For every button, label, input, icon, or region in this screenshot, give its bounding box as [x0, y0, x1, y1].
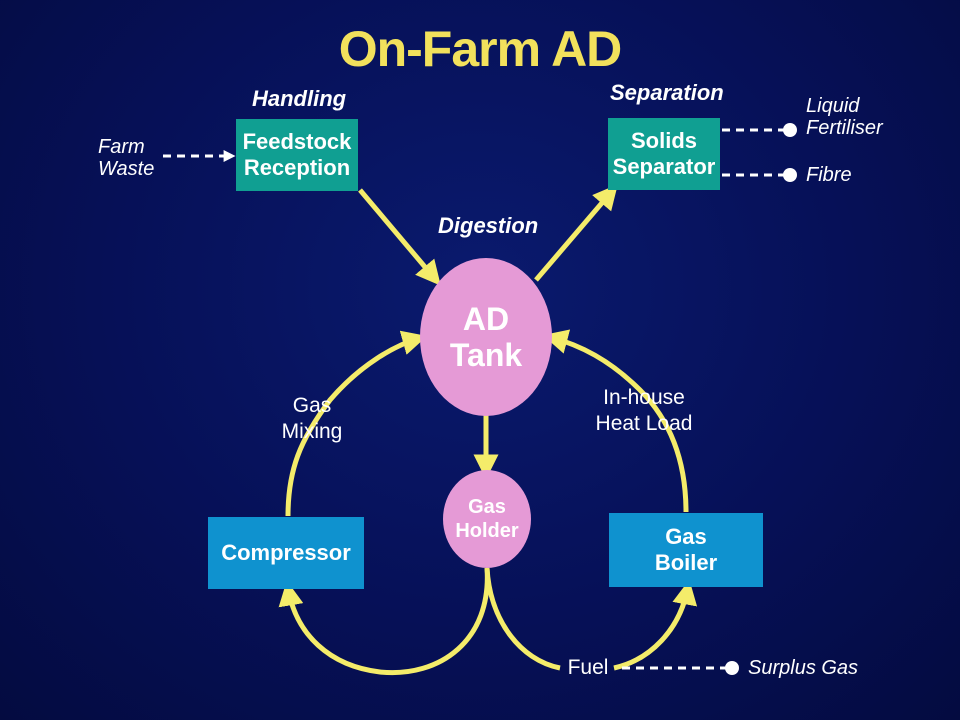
input-farm-waste: Farm Waste: [98, 136, 154, 180]
solids-separator-box: Solids Separator: [608, 118, 720, 190]
arrow-compressor-to-tank: [285, 330, 428, 517]
flow-label-gas-mixing: Gas Mixing: [268, 393, 356, 445]
flow-label-fuel: Fuel: [567, 656, 609, 679]
stage-separation: Separation: [610, 80, 724, 105]
farm-waste-line-1: Farm: [98, 136, 145, 158]
heat-load-line-2: Heat Load: [595, 412, 693, 435]
feedstock-line-2: Reception: [243, 155, 351, 180]
diagram-title: On-Farm AD: [338, 21, 623, 77]
gas-boiler-line-1: Gas: [665, 524, 707, 549]
liquid-fertiliser-line-2: Fertiliser: [806, 117, 883, 139]
feedstock-reception-box: Feedstock Reception: [236, 119, 358, 191]
arrow-boiler-to-tank: [542, 329, 689, 513]
arrow-tank-to-separator: [534, 184, 618, 282]
ad-tank-line-2: Tank: [449, 337, 523, 373]
output-fibre: Fibre: [806, 164, 852, 186]
farm-waste-line-2: Waste: [98, 158, 155, 180]
gas-holder-node: Gas Holder: [443, 470, 531, 568]
compressor-label: Compressor: [221, 540, 351, 565]
output-surplus-gas: Surplus Gas: [748, 657, 859, 679]
heat-load-line-1: In-house: [603, 386, 685, 409]
gas-boiler-box: Gas Boiler: [609, 513, 763, 587]
separator-line-2: Separator: [612, 154, 716, 179]
gas-mixing-line-2: Mixing: [281, 420, 343, 443]
liquid-fertiliser-line-1: Liquid: [806, 95, 860, 117]
ad-tank-line-1: AD: [462, 301, 510, 337]
arrow-feedstock-to-tank: [358, 188, 441, 286]
output-liquid-fertiliser: Liquid Fertiliser: [806, 95, 883, 139]
surplus-gas-dot: [725, 661, 739, 675]
stage-handling: Handling: [252, 86, 347, 111]
arrow-holder-to-fuel: [484, 567, 561, 671]
gas-mixing-line-1: Gas: [292, 394, 332, 417]
liquid-fertiliser-dot: [783, 123, 797, 137]
compressor-box: Compressor: [208, 517, 364, 589]
gas-holder-line-2: Holder: [455, 520, 519, 542]
feedstock-line-1: Feedstock: [242, 129, 352, 154]
fibre-dot: [783, 168, 797, 182]
ad-tank-node: AD Tank: [420, 258, 552, 416]
arrow-holder-to-compressor: [278, 567, 490, 676]
arrow-fuel-to-boiler: [613, 579, 698, 671]
flow-label-heat-load: In-house Heat Load: [586, 385, 702, 437]
gas-holder-line-1: Gas: [468, 496, 506, 518]
gas-boiler-line-2: Boiler: [654, 550, 718, 575]
separator-line-1: Solids: [630, 128, 697, 153]
stage-digestion: Digestion: [438, 213, 539, 238]
